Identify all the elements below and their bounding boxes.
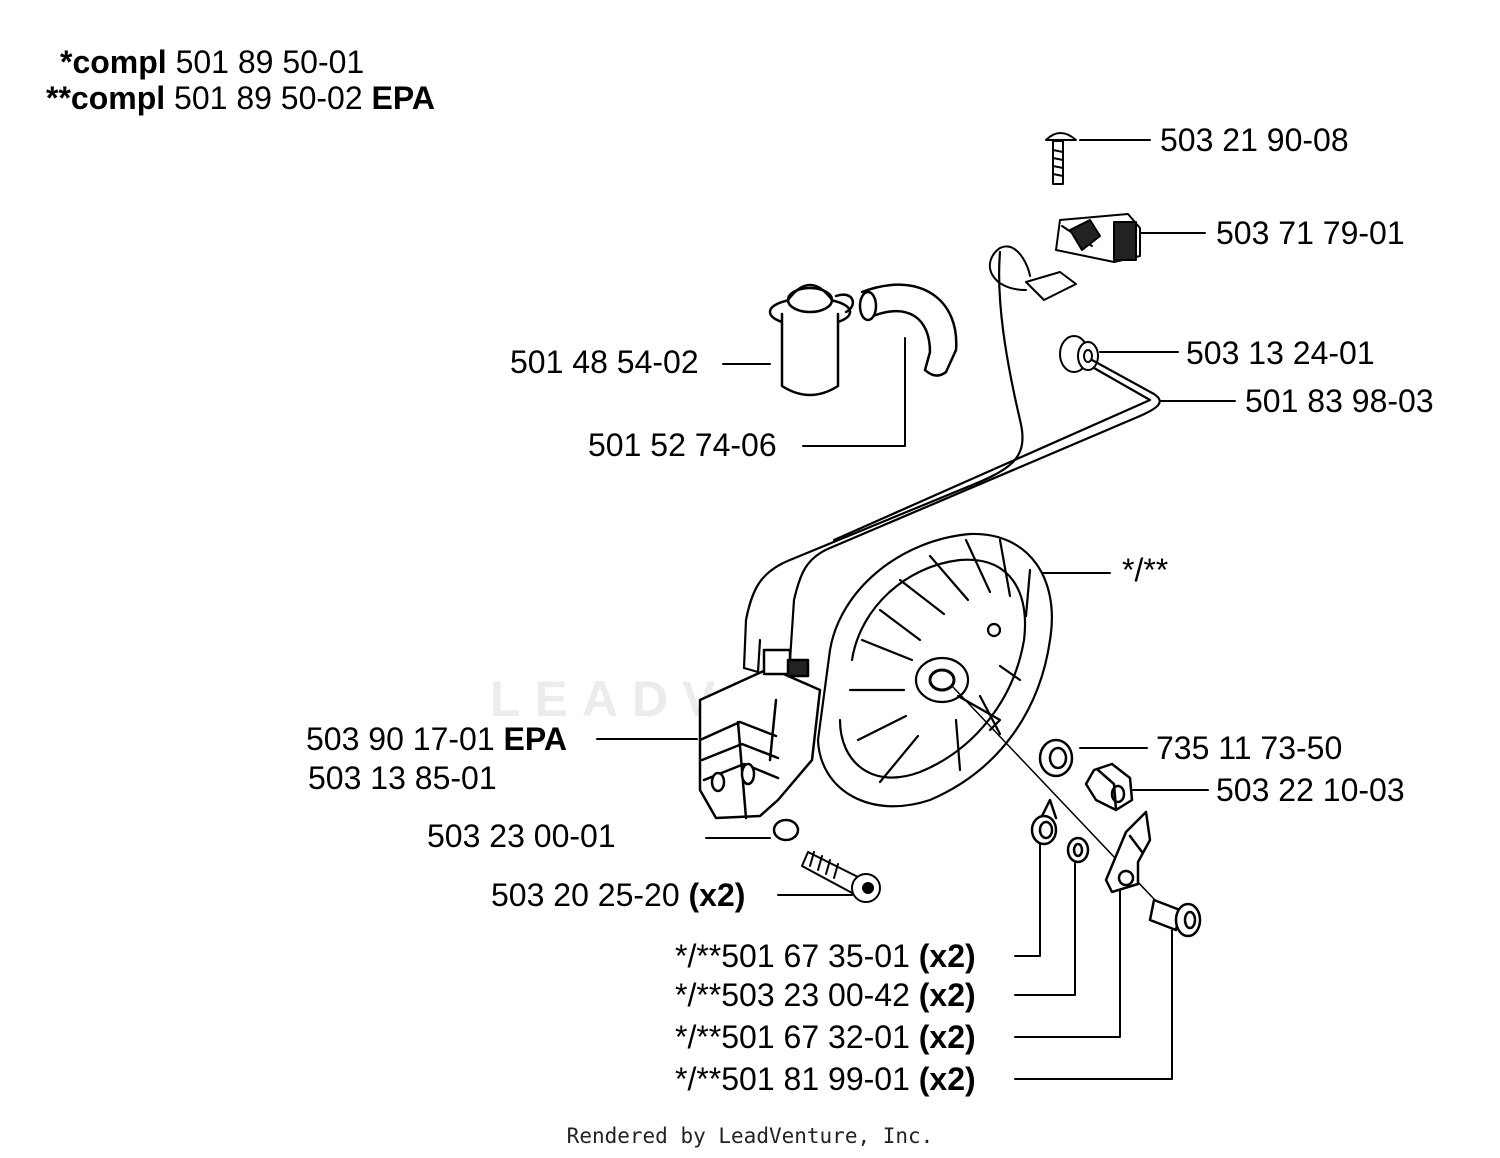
wire-connector <box>1025 271 1077 301</box>
part-number: */**501 81 99-01 <box>675 1061 910 1097</box>
part-number: 503 22 10-03 <box>1216 772 1405 808</box>
part-label[interactable]: 503 13 85-01 <box>308 760 497 796</box>
part-number: 503 21 90-08 <box>1160 122 1349 158</box>
wire-part <box>742 250 1161 674</box>
part-label[interactable]: 503 13 24-01 <box>1186 335 1375 371</box>
part-suffix: EPA <box>503 721 567 757</box>
washer-part <box>772 818 800 842</box>
washer-small-part <box>1066 836 1090 864</box>
part-label[interactable]: 503 23 00-01 <box>427 818 616 854</box>
part-label[interactable]: 503 20 25-20 (x2) <box>491 877 745 913</box>
header-line-2-suffix: EPA <box>371 80 435 116</box>
part-qty: (x2) <box>918 977 976 1013</box>
part-qty: (x2) <box>918 1019 976 1055</box>
part-label[interactable]: 503 71 79-01 <box>1216 215 1405 251</box>
header-line-2: **compl 501 89 50-02 EPA <box>46 80 435 116</box>
hose-part <box>858 283 958 377</box>
cap-part <box>768 283 855 397</box>
short-wire <box>988 245 1031 291</box>
part-number: 503 90 17-01 <box>306 721 495 757</box>
part-number: 735 11 73-50 <box>1156 730 1343 766</box>
part-label[interactable]: 503 21 90-08 <box>1160 122 1349 158</box>
part-label[interactable]: 501 52 74-06 <box>588 427 777 463</box>
part-number: 503 71 79-01 <box>1216 215 1405 251</box>
clip-part <box>1030 798 1058 846</box>
part-number: 503 20 25-20 <box>491 877 680 913</box>
part-number: 503 13 24-01 <box>1186 335 1375 371</box>
washer-large-part <box>1038 738 1074 778</box>
footer-credit: Rendered by LeadVenture, Inc. <box>566 1124 934 1148</box>
grommet-part <box>1059 335 1099 373</box>
part-label[interactable]: */**503 23 00-42 (x2) <box>675 977 976 1013</box>
switch-part <box>1055 213 1141 263</box>
nut-part <box>1084 762 1134 812</box>
header-line-1-number: 501 89 50-01 <box>175 44 365 80</box>
leader-lines <box>596 139 1236 1080</box>
part-number: */**503 23 00-42 <box>675 977 910 1013</box>
part-label[interactable]: */**501 81 99-01 (x2) <box>675 1061 976 1097</box>
part-number: 501 83 98-03 <box>1245 383 1434 419</box>
header-line-1: *compl 501 89 50-01 <box>60 44 364 80</box>
ignition-module-part <box>698 648 822 820</box>
header-line-2-prefix: **compl <box>46 80 166 116</box>
part-number: 501 48 54-02 <box>510 344 699 380</box>
part-number: 501 52 74-06 <box>588 427 777 463</box>
screw-part <box>1045 132 1077 185</box>
flywheel-part <box>816 532 1053 808</box>
part-qty: (x2) <box>688 877 746 913</box>
part-label[interactable]: */**501 67 35-01 (x2) <box>675 938 976 974</box>
part-number: 503 13 85-01 <box>308 760 497 796</box>
header-line-2-number: 501 89 50-02 <box>174 80 363 116</box>
part-number: */**501 67 32-01 <box>675 1019 910 1055</box>
part-number: */**501 67 35-01 <box>675 938 910 974</box>
part-number: */** <box>1122 552 1169 588</box>
part-qty: (x2) <box>918 938 976 974</box>
header-line-1-prefix: *compl <box>60 44 167 80</box>
pin-part <box>1148 898 1202 938</box>
part-label[interactable]: */**501 67 32-01 (x2) <box>675 1019 976 1055</box>
part-qty: (x2) <box>918 1061 976 1097</box>
pawl-part <box>1104 810 1152 894</box>
bolt-part <box>801 851 881 903</box>
part-label[interactable]: 503 22 10-03 <box>1216 772 1405 808</box>
part-label[interactable]: 503 90 17-01 EPA <box>306 721 567 757</box>
part-label[interactable]: 501 48 54-02 <box>510 344 699 380</box>
part-number: 503 23 00-01 <box>427 818 616 854</box>
part-label[interactable]: 501 83 98-03 <box>1245 383 1434 419</box>
part-label[interactable]: */** <box>1122 552 1168 588</box>
part-label[interactable]: 735 11 73-50 <box>1156 730 1342 766</box>
